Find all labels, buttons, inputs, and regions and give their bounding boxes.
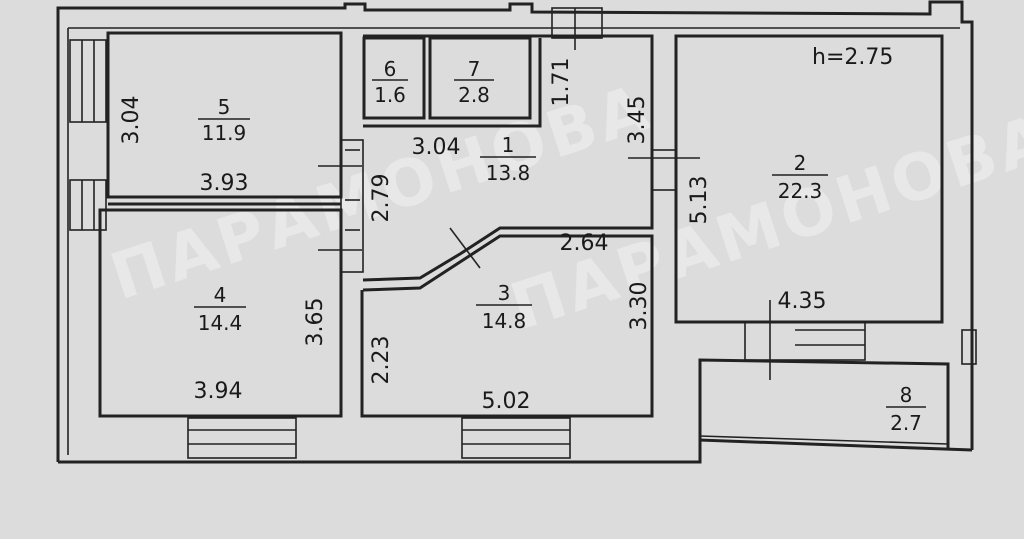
dimension-label: 4.35 (778, 289, 827, 314)
room-number: 5 (218, 95, 231, 119)
room-area: 1.6 (374, 83, 406, 107)
right-window (961, 329, 977, 365)
room-number: 8 (900, 383, 913, 407)
room-number: 4 (214, 283, 227, 307)
room-4-outline (98, 208, 343, 418)
outer-walls (56, 0, 974, 464)
room-number: 2 (794, 151, 807, 175)
room-7-label: 7 2.8 (454, 57, 494, 107)
top-window (551, 7, 603, 50)
room-area: 14.8 (482, 309, 527, 333)
room-number: 6 (384, 57, 397, 81)
dimension-label: 1.71 (549, 58, 574, 107)
left-windows (69, 39, 107, 231)
room-area: 13.8 (486, 161, 531, 185)
dimension-label: 2.23 (369, 336, 394, 385)
door-marks-left (318, 139, 364, 273)
room-7-outline (428, 36, 532, 120)
dimension-label: 3.94 (194, 379, 243, 404)
dimension-label: 2.64 (560, 231, 609, 256)
dimension-label: 5.13 (687, 176, 712, 225)
room-number: 3 (498, 281, 511, 305)
balcony-door (744, 300, 866, 380)
dimension-label: 5.02 (482, 389, 531, 414)
room-5-label: 5 11.9 (198, 95, 250, 145)
room-area: 14.4 (198, 311, 243, 335)
dimension-label: 3.04 (119, 96, 144, 145)
room-2-label: 2 22.3 (772, 151, 828, 203)
room-6-label: 6 1.6 (372, 57, 408, 107)
ceiling-height: h=2.75 (812, 45, 893, 70)
room-area: 2.8 (458, 83, 490, 107)
dimension-label: 2.79 (369, 174, 394, 223)
door-swing-mark (449, 227, 481, 269)
bottom-window-4 (187, 417, 297, 459)
room-3-label: 3 14.8 (476, 281, 532, 333)
dimension-label: 3.93 (200, 171, 249, 196)
room-number: 1 (502, 133, 515, 157)
dimension-label: 3.45 (625, 96, 650, 145)
room-4-label: 4 14.4 (194, 283, 246, 335)
dimension-label: 3.04 (412, 135, 461, 160)
room-8-label: 8 2.7 (886, 383, 926, 435)
room-5-outline (106, 31, 343, 199)
room-6-outline (362, 36, 426, 120)
bottom-window-3 (461, 417, 571, 459)
room-1-label: 1 13.8 (480, 133, 536, 185)
room-area: 11.9 (202, 121, 247, 145)
room-area: 22.3 (778, 179, 823, 203)
room-area: 2.7 (890, 411, 922, 435)
dimension-label: 3.65 (303, 298, 328, 347)
dimension-label: 3.30 (627, 282, 652, 331)
room-number: 7 (468, 57, 481, 81)
